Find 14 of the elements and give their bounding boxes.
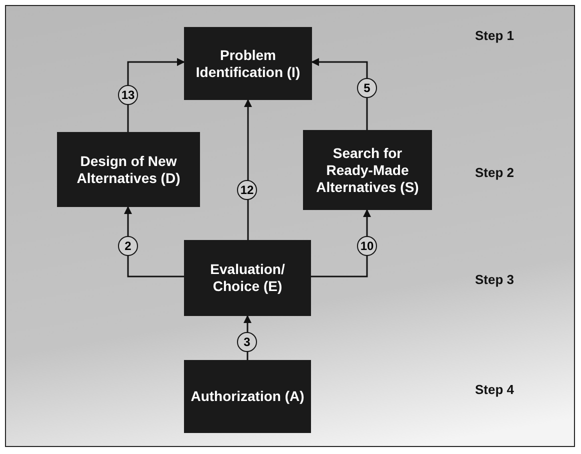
process-box: Search for Ready-Made Alternatives (S) [303, 130, 432, 210]
arrow [127, 58, 185, 132]
step-label: Step 3 [475, 272, 514, 287]
step-label: Step 1 [475, 28, 514, 43]
arrow [311, 58, 368, 130]
step-label: Step 4 [475, 382, 514, 397]
process-box: Problem Identification (I) [184, 27, 312, 100]
process-box: Design of New Alternatives (D) [57, 132, 200, 207]
process-box: Evaluation/ Choice (E) [184, 240, 311, 316]
arrow [124, 206, 184, 278]
process-box: Authorization (A) [184, 360, 311, 433]
step-label: Step 2 [475, 165, 514, 180]
arrow [311, 209, 371, 278]
arrow [244, 99, 252, 240]
